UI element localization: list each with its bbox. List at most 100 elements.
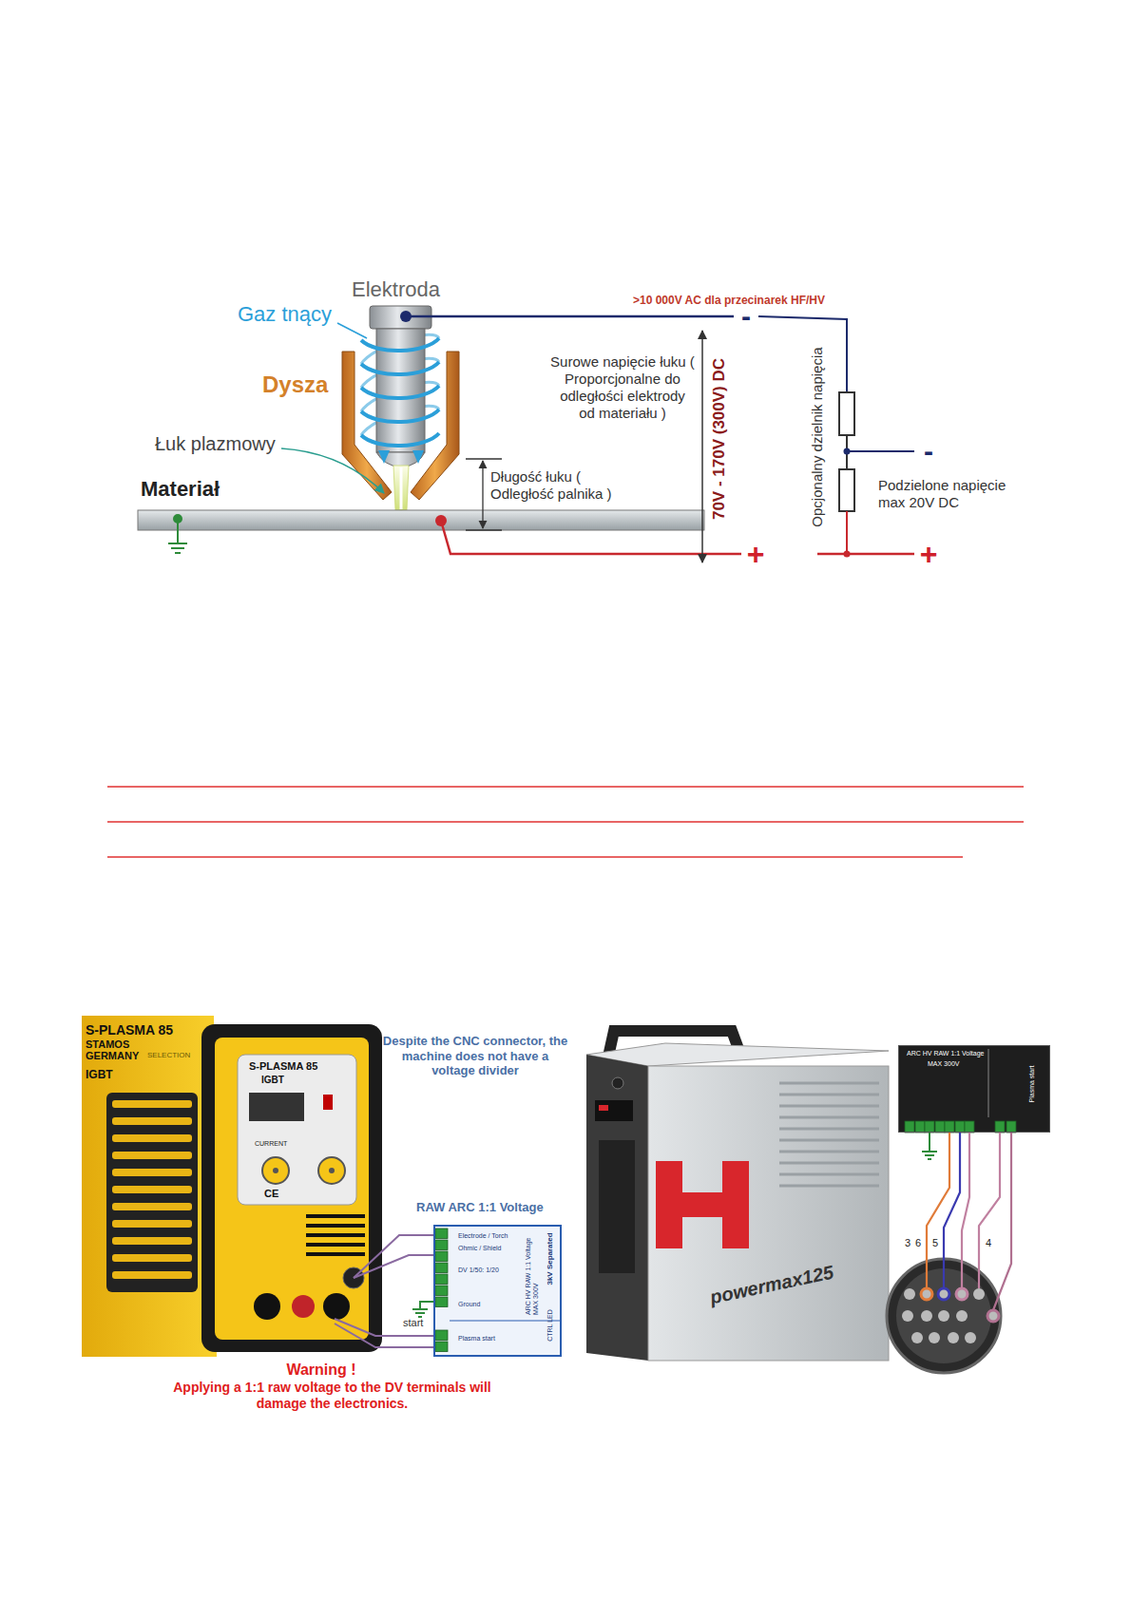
wiring-right bbox=[926, 1132, 1012, 1311]
powermax-cutter bbox=[682, 1192, 723, 1218]
torch-illustration bbox=[137, 306, 915, 563]
powermax-cutter bbox=[598, 1105, 609, 1112]
ground-symbol bbox=[171, 547, 185, 550]
yellow-plasma-cutter bbox=[106, 1092, 198, 1293]
cnc-module-board bbox=[435, 1274, 448, 1285]
connector-plug bbox=[911, 1332, 923, 1344]
ground-symbol bbox=[412, 1308, 428, 1311]
nozzle bbox=[410, 351, 460, 500]
label-text: 5 bbox=[932, 1237, 939, 1250]
powermax-cutter bbox=[779, 1116, 880, 1120]
yellow-plasma-cutter bbox=[253, 1293, 281, 1321]
yellow-plasma-cutter bbox=[112, 1100, 192, 1109]
label-text: S-PLASMA 85 bbox=[249, 1060, 318, 1074]
yellow-plasma-cutter bbox=[112, 1169, 192, 1177]
powermax-cutter bbox=[612, 1077, 624, 1090]
cnc-module-small bbox=[915, 1121, 925, 1133]
wiring-right bbox=[961, 1132, 970, 1289]
gas-helix bbox=[361, 338, 440, 351]
label-text: - bbox=[741, 299, 751, 334]
label-text: start bbox=[402, 1317, 423, 1330]
cnc-module-board bbox=[435, 1228, 448, 1353]
terminal-label: ARC HV RAW 1:1 Voltage bbox=[906, 1050, 984, 1058]
ground-symbol bbox=[168, 542, 188, 545]
powermax-cutter bbox=[779, 1139, 880, 1143]
yellow-plasma-cutter bbox=[323, 1293, 350, 1321]
terminal-label: ARC HV RAW 1:1 Voltage MAX 300V bbox=[524, 1229, 541, 1316]
gas-helix bbox=[361, 433, 440, 446]
yellow-plasma-cutter bbox=[112, 1220, 192, 1228]
yellow-plasma-cutter bbox=[112, 1117, 192, 1126]
plasma-arc bbox=[393, 465, 409, 511]
powermax-cutter bbox=[779, 1082, 880, 1086]
cnc-module-board bbox=[449, 1321, 560, 1323]
cnc-module-board bbox=[435, 1263, 448, 1274]
arc-length-dimension bbox=[481, 460, 483, 529]
label-text: Surowe napięcie łuku ( Proporcjonalne do… bbox=[550, 353, 695, 422]
cnc-module-board bbox=[435, 1285, 448, 1297]
resistor-symbol bbox=[846, 450, 915, 453]
cnc-module-small bbox=[898, 1045, 1051, 1133]
powermax-cutter bbox=[586, 1031, 889, 1362]
connector-plug bbox=[938, 1288, 950, 1301]
cnc-module-small bbox=[995, 1121, 1005, 1133]
connector-plug bbox=[956, 1288, 968, 1301]
connector-plug bbox=[964, 1332, 977, 1344]
resistor-symbol bbox=[845, 511, 848, 555]
label-text: IGBT bbox=[261, 1074, 285, 1087]
ground-symbol bbox=[921, 1132, 938, 1160]
yellow-plasma-cutter bbox=[201, 1024, 383, 1353]
terminal-module: ARC HV RAW 1:1 VoltageMAX 300VPlasma sta… bbox=[898, 1045, 1051, 1133]
label-text: - bbox=[923, 434, 934, 469]
yellow-plasma-cutter bbox=[306, 1252, 365, 1257]
yellow-plasma-cutter bbox=[262, 1157, 289, 1185]
label-text: STAMOS GERMANY bbox=[85, 1039, 145, 1062]
ground-symbol bbox=[176, 518, 179, 544]
resistor-symbol bbox=[839, 392, 915, 558]
yellow-plasma-cutter bbox=[112, 1100, 192, 1280]
yellow-plasma-cutter bbox=[272, 1168, 279, 1174]
label-text: >10 000V AC dla przecinarek HF/HV bbox=[632, 293, 825, 307]
resistor-symbol bbox=[839, 392, 855, 436]
resistor-symbol bbox=[843, 448, 851, 456]
terminal-label: Plasma start bbox=[1028, 1066, 1036, 1104]
terminal-label: DV 1/50: 1/20 bbox=[458, 1266, 499, 1275]
negative-wire bbox=[405, 315, 734, 319]
label-text: Łuk plazmowy bbox=[154, 432, 276, 456]
powermax-cutter bbox=[779, 1162, 880, 1166]
gas-helix bbox=[361, 338, 440, 446]
powermax-cutter bbox=[779, 1083, 880, 1187]
powermax-cutter bbox=[598, 1140, 635, 1274]
yellow-plasma-cutter bbox=[318, 1157, 346, 1185]
leader-line bbox=[337, 323, 367, 339]
cnc-module-board bbox=[435, 1297, 448, 1308]
powermax-cutter bbox=[779, 1173, 880, 1177]
ground-symbol bbox=[927, 1158, 932, 1161]
arc-length-dimension bbox=[465, 458, 502, 460]
powermax-cutter bbox=[586, 1043, 889, 1067]
cnc-module-small bbox=[924, 1121, 935, 1133]
powermax-cutter bbox=[655, 1161, 683, 1249]
gas-arrow bbox=[378, 450, 390, 464]
voltage-dimension bbox=[701, 330, 704, 563]
label-text: 70V - 170V (300V) DC bbox=[709, 358, 729, 520]
yellow-plasma-cutter bbox=[214, 1037, 369, 1341]
ground-symbol bbox=[174, 552, 181, 555]
label-text: Warning ! bbox=[226, 1361, 417, 1380]
powermax-cutter bbox=[779, 1093, 880, 1097]
gas-helix bbox=[361, 362, 440, 375]
label-text: Długość łuku ( Odległość palnika ) bbox=[490, 468, 643, 503]
powermax-cutter bbox=[779, 1105, 880, 1109]
yellow-plasma-cutter bbox=[306, 1214, 365, 1219]
cnc-module-small bbox=[944, 1121, 955, 1133]
gas-helix bbox=[361, 385, 440, 399]
nozzle bbox=[342, 351, 392, 500]
cnc-module-small bbox=[898, 1045, 1051, 1133]
yellow-plasma-cutter bbox=[291, 1295, 315, 1319]
terminal-label: 3kV Separated bbox=[545, 1232, 556, 1285]
red-underline bbox=[107, 856, 963, 859]
yellow-plasma-cutter bbox=[112, 1254, 192, 1263]
label-text: IGBT bbox=[85, 1068, 114, 1082]
label-text: CE bbox=[264, 1188, 279, 1201]
